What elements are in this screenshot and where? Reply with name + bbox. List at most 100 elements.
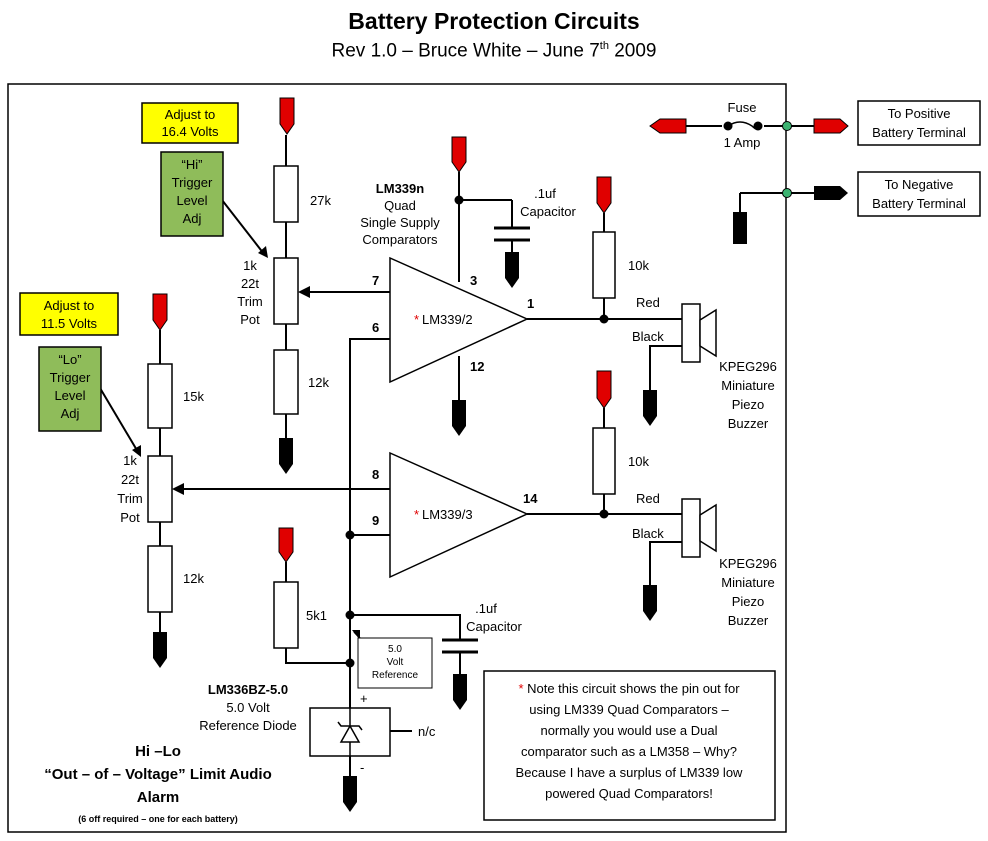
ref-box-line1: 5.0 <box>388 644 402 655</box>
buzzer-bottom-name3: Piezo <box>732 594 765 609</box>
comp-top-star: * <box>414 312 419 327</box>
trim-pot-lo <box>147 455 173 523</box>
footnote-star: * <box>518 681 523 696</box>
footnote-line2: using LM339 Quad Comparators – <box>529 702 729 717</box>
cap-top-label: Capacitor <box>520 204 576 219</box>
pin-9: 9 <box>372 513 379 528</box>
r27k-label: 27k <box>310 193 331 208</box>
subtitle-year: 2009 <box>608 40 657 62</box>
pot-hi-wiper-arrow <box>298 286 310 298</box>
adjust-lo-line2: 11.5 Volts <box>41 316 98 331</box>
r5k1-label: 5k1 <box>306 608 327 623</box>
buzzer-bottom-name4: Buzzer <box>728 613 769 628</box>
footnote-box <box>483 670 776 821</box>
lo-trigger-line3: Level <box>54 388 85 403</box>
r10k-top-label: 10k <box>628 258 649 273</box>
to-positive-line1: To Positive <box>888 106 951 121</box>
pot-lo-label3: Trim <box>117 491 143 506</box>
footnote-line1-text: Note this circuit shows the pin out for <box>524 681 741 696</box>
lo-trigger-line2: Trigger <box>50 370 91 385</box>
r12k-lo-label: 12k <box>183 571 204 586</box>
buzzer-bottom <box>681 498 717 558</box>
pot-hi-label2: 22t <box>241 276 259 291</box>
footnote-line4: comparator such as a LM358 – Why? <box>521 744 737 759</box>
footnote-line3: normally you would use a Dual <box>540 723 717 738</box>
lo-trigger-line4: Adj <box>61 406 80 421</box>
diagram-border <box>7 83 787 833</box>
diode-plus: + <box>360 691 368 706</box>
resistor-12k-hi <box>273 349 299 415</box>
comparator-top <box>389 256 529 384</box>
to-negative-box <box>857 171 981 217</box>
lo-trigger-note <box>38 346 102 432</box>
resistor-27k <box>273 165 299 223</box>
hi-trigger-line3: Level <box>176 193 207 208</box>
pot-hi-label3: Trim <box>237 294 263 309</box>
comparator-bottom <box>389 451 529 579</box>
positive-supply-arrows <box>152 97 849 563</box>
buzzer-top-name3: Piezo <box>732 397 765 412</box>
buzzer-top <box>681 303 717 363</box>
subtitle-text: Rev 1.0 – Bruce White – June 7 <box>331 40 600 62</box>
capacitor-ref <box>442 638 478 654</box>
cap-ref-label: Capacitor <box>466 619 522 634</box>
pot-lo-label4: Pot <box>120 510 140 525</box>
lo-pointer-arrow <box>132 445 141 457</box>
caption-line2: “Out – of – Voltage” Limit Audio <box>44 766 272 783</box>
pin-14: 14 <box>523 491 538 506</box>
pin-12: 12 <box>470 359 484 374</box>
lm339n-label1: LM339n <box>376 181 424 196</box>
reference-label-box <box>357 637 433 689</box>
fuse-rating: 1 Amp <box>724 135 761 150</box>
footnote-line1: * Note this circuit shows the pin out fo… <box>518 681 740 696</box>
ref-diode-voltage: 5.0 Volt <box>226 700 270 715</box>
comp-top-label: LM339/2 <box>422 312 473 327</box>
pot-lo-wiper-arrow <box>172 483 184 495</box>
ref-box-line2: Volt <box>387 657 404 668</box>
r15k-label: 15k <box>183 389 204 404</box>
caption-line4: (6 off required – one for each battery) <box>78 814 238 824</box>
buzzer-bottom-name1: KPEG296 <box>719 556 777 571</box>
reference-diode <box>309 707 391 757</box>
pot-lo-label1: 1k <box>123 453 137 468</box>
junction-dots <box>345 121 763 668</box>
caption-line3: Alarm <box>137 789 180 806</box>
pin-6: 6 <box>372 320 379 335</box>
pin-3: 3 <box>470 273 477 288</box>
buzzer-top-name2: Miniature <box>721 378 774 393</box>
page-subtitle: Rev 1.0 – Bruce White – June 7th 2009 <box>0 40 988 62</box>
ref-box-line3: Reference <box>372 670 419 681</box>
resistor-10k-bottom <box>592 427 616 495</box>
adjust-lo-line1: Adjust to <box>44 298 95 313</box>
caption-line1: Hi –Lo <box>135 743 181 760</box>
resistor-15k <box>147 363 173 429</box>
diode-nc: n/c <box>418 724 436 739</box>
adjust-hi-line1: Adjust to <box>165 107 216 122</box>
hi-trigger-line1: “Hi” <box>182 157 203 172</box>
resistor-10k-top <box>592 231 616 299</box>
page-title: Battery Protection Circuits <box>348 8 640 34</box>
lo-trigger-line1: “Lo” <box>58 352 81 367</box>
capacitor-top <box>494 226 530 242</box>
trim-pot-hi <box>273 257 299 325</box>
resistor-5k1 <box>273 581 299 649</box>
buzzer-bottom-black: Black <box>632 526 664 541</box>
resistor-12k-lo <box>147 545 173 613</box>
r12k-hi-label: 12k <box>308 375 329 390</box>
ref-diode-desc: Reference Diode <box>199 718 297 733</box>
footnote-line5: Because I have a surplus of LM339 low <box>516 765 744 780</box>
buzzer-top-name4: Buzzer <box>728 416 769 431</box>
subtitle-superscript: th <box>599 40 609 52</box>
cap-top-value: .1uf <box>534 186 556 201</box>
pin-1: 1 <box>527 296 534 311</box>
lm339n-label3: Single Supply <box>360 215 440 230</box>
hi-trigger-line4: Adj <box>183 211 202 226</box>
comp-bottom-star: * <box>414 507 419 522</box>
lm339n-label4: Comparators <box>362 232 438 247</box>
buzzer-top-name1: KPEG296 <box>719 359 777 374</box>
ground-arrows <box>153 186 848 812</box>
comp-bottom-label: LM339/3 <box>422 507 473 522</box>
hi-trigger-line2: Trigger <box>172 175 213 190</box>
hi-pointer-arrow <box>258 246 268 258</box>
